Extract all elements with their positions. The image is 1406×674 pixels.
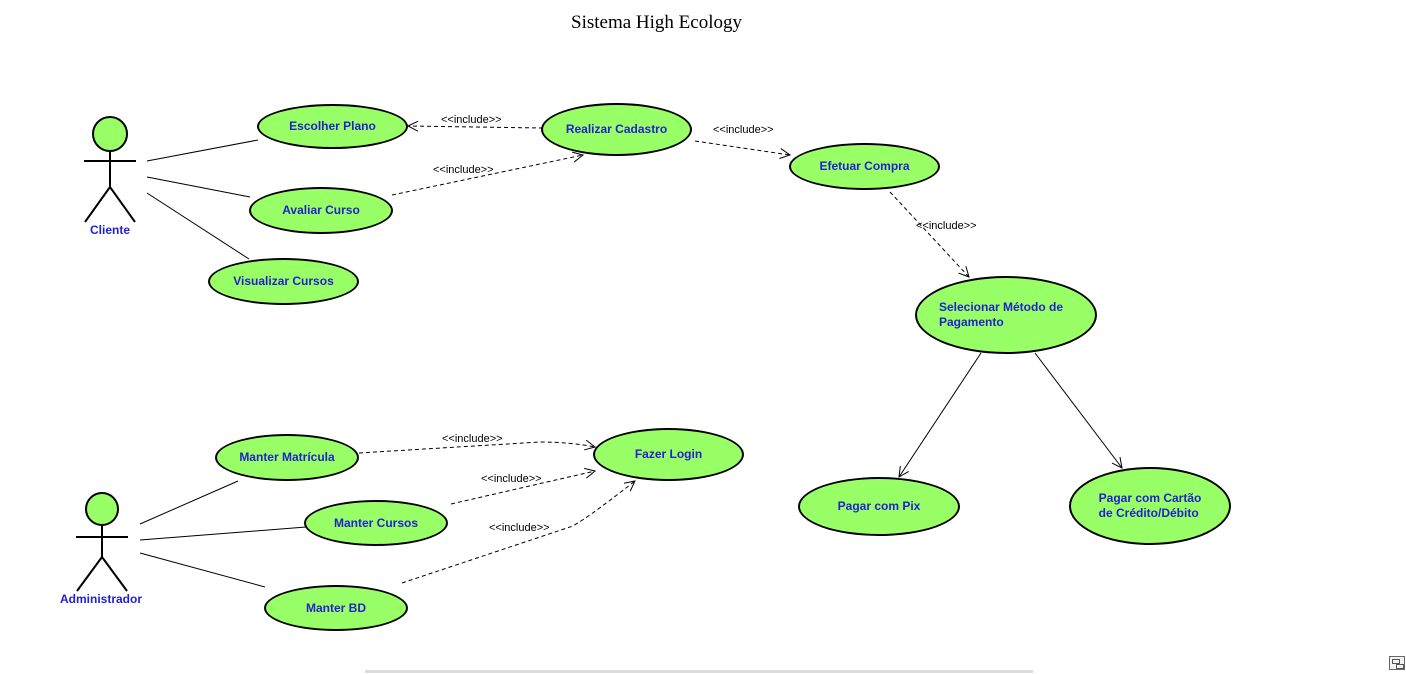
usecase-visualizar-cursos[interactable]: Visualizar Cursos <box>208 258 359 305</box>
usecase-label: Pagar com Pix <box>837 499 921 513</box>
usecase-label: Manter Cursos <box>333 515 419 530</box>
horizontal-scrollbar[interactable] <box>365 670 1033 673</box>
include-label: <<include>> <box>481 473 542 485</box>
usecase-realizar-cadastro[interactable]: Realizar Cadastro <box>541 103 692 156</box>
usecase-manter-bd[interactable]: Manter BD <box>264 585 408 631</box>
usecase-label: Pagar com Cartão de Crédito/Débito <box>1098 491 1202 520</box>
usecase-label: Selecionar Método de Pagamento <box>938 300 1064 329</box>
include-cadastro-efetuar-compra <box>694 140 790 155</box>
include-label: <<include>> <box>433 164 494 176</box>
include-cursos-login <box>450 471 595 505</box>
include-cadastro-escolher-plano <box>408 126 544 128</box>
relation-metodo-pix <box>899 352 982 477</box>
usecase-pagar-pix[interactable]: Pagar com Pix <box>798 477 960 536</box>
include-compra-selecionar-metodo <box>889 191 969 277</box>
usecase-label: Efetuar Compra <box>819 159 910 173</box>
usecase-label: Escolher Plano <box>289 119 376 133</box>
include-label: <<include>> <box>489 522 550 534</box>
usecase-label: Manter BD <box>305 600 366 615</box>
usecase-escolher-plano[interactable]: Escolher Plano <box>257 104 408 149</box>
usecase-fazer-login[interactable]: Fazer Login <box>593 428 744 481</box>
include-label: <<include>> <box>442 433 503 445</box>
association-admin-manter-matricula <box>139 480 239 525</box>
usecase-label: Avaliar Curso <box>282 203 360 217</box>
association-admin-manter-bd <box>139 552 266 588</box>
usecase-manter-cursos[interactable]: Manter Cursos <box>304 500 448 546</box>
usecase-label: Fazer Login <box>634 447 703 461</box>
include-label: <<include>> <box>441 114 502 126</box>
usecase-label: Realizar Cadastro <box>565 122 668 136</box>
association-admin-manter-cursos <box>139 526 307 541</box>
actor-administrador-label: Administrador <box>59 592 142 606</box>
include-bd-login <box>401 481 635 584</box>
association-cliente-avaliar-curso <box>146 176 251 198</box>
association-cliente-visualizar-cursos <box>146 192 250 260</box>
actor-administrador-figure[interactable] <box>76 492 128 592</box>
navigator-icon[interactable] <box>1389 656 1405 670</box>
usecase-pagar-cartao[interactable]: Pagar com Cartão de Crédito/Débito <box>1069 467 1231 545</box>
usecase-avaliar-curso[interactable]: Avaliar Curso <box>249 187 393 234</box>
usecase-label: Visualizar Cursos <box>233 274 334 288</box>
include-label: <<include>> <box>916 220 977 232</box>
include-matricula-login <box>358 442 595 454</box>
association-cliente-escolher-plano <box>146 139 259 162</box>
include-label: <<include>> <box>713 124 774 136</box>
relation-metodo-cartao <box>1034 352 1122 468</box>
actor-cliente-figure[interactable] <box>84 116 136 223</box>
usecase-efetuar-compra[interactable]: Efetuar Compra <box>789 143 940 190</box>
actor-cliente-label: Cliente <box>89 223 130 237</box>
usecase-label: Manter Matrícula <box>239 450 335 464</box>
usecase-manter-matricula[interactable]: Manter Matrícula <box>215 434 359 481</box>
usecase-selecionar-metodo[interactable]: Selecionar Método de Pagamento <box>915 276 1097 354</box>
include-avaliar-cadastro <box>391 155 583 196</box>
diagram-title: Sistema High Ecology <box>571 12 742 33</box>
